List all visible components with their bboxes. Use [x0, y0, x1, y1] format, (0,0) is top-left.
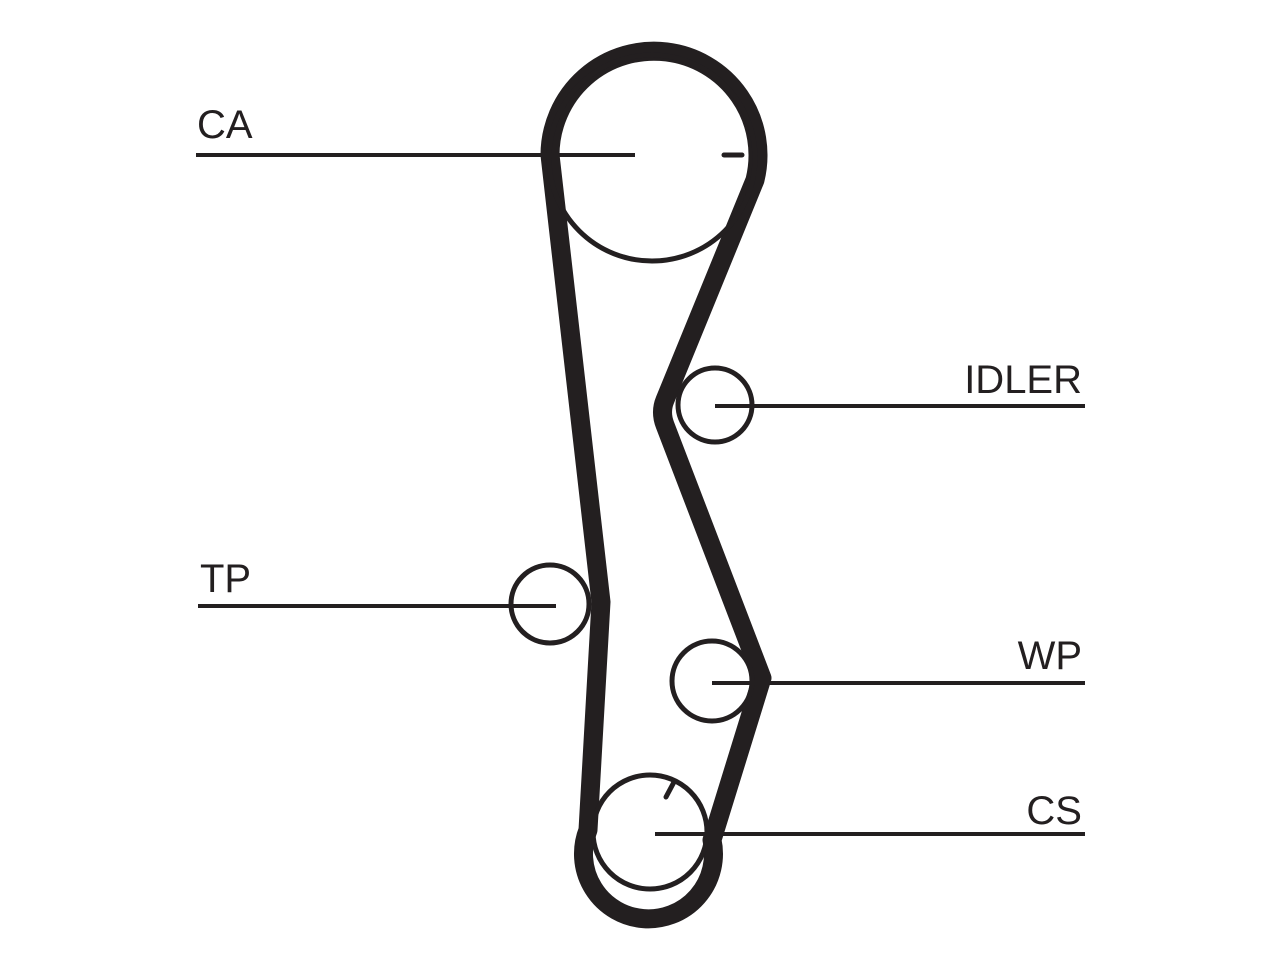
camshaft-pulley	[546, 52, 758, 264]
label-ca: CA	[197, 103, 253, 147]
label-idler: IDLER	[964, 358, 1082, 402]
timing-belt	[540, 41, 772, 929]
label-wp: WP	[1018, 634, 1082, 678]
label-cs: CS	[1026, 789, 1082, 833]
label-tp: TP	[200, 557, 251, 601]
crankshaft-timing-mark	[663, 779, 677, 800]
